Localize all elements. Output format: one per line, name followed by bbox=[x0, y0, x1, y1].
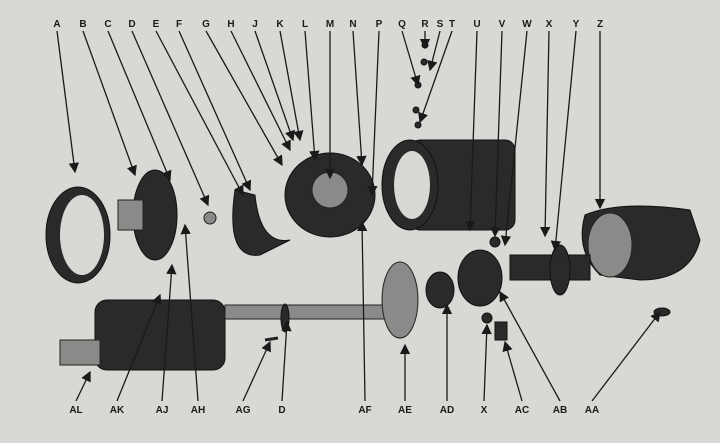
part-label: AK bbox=[110, 405, 125, 416]
leader-line bbox=[304, 30, 320, 162]
part-label: AC bbox=[515, 405, 529, 416]
leader-line bbox=[131, 30, 210, 207]
parts bbox=[45, 41, 701, 371]
part-label: A bbox=[53, 19, 60, 30]
part-label: D bbox=[278, 405, 285, 416]
leader-line bbox=[180, 223, 199, 402]
leader-line bbox=[230, 30, 291, 152]
leader-line bbox=[502, 340, 523, 402]
part-label: AA bbox=[585, 405, 599, 416]
part-label: AD bbox=[440, 405, 454, 416]
part-label: C bbox=[104, 19, 111, 30]
leader-line bbox=[401, 30, 421, 87]
leader-line bbox=[56, 30, 80, 174]
leader-line bbox=[242, 340, 271, 402]
part-label: R bbox=[421, 19, 429, 30]
part-label: Z bbox=[597, 19, 603, 30]
part-label: K bbox=[276, 19, 284, 30]
part-band-f bbox=[232, 189, 291, 256]
part-label: H bbox=[227, 19, 234, 30]
part-label: L bbox=[302, 19, 308, 30]
leader-line bbox=[499, 290, 561, 402]
leader-line bbox=[254, 30, 295, 142]
leader-line bbox=[281, 320, 292, 402]
leader-line bbox=[178, 30, 252, 192]
leader-line bbox=[367, 30, 380, 197]
leader-line bbox=[352, 30, 367, 167]
leader-line bbox=[279, 30, 304, 142]
leader-line bbox=[500, 30, 528, 247]
part-label: AF bbox=[358, 405, 371, 416]
leader-line bbox=[418, 30, 453, 124]
part-label: V bbox=[499, 19, 506, 30]
part-label: AJ bbox=[156, 405, 169, 416]
part-label: D bbox=[128, 19, 135, 30]
part-label: G bbox=[202, 19, 210, 30]
part-label: AL bbox=[69, 405, 82, 416]
part-label: AB bbox=[553, 405, 567, 416]
leader-line bbox=[539, 30, 551, 238]
part-label: N bbox=[349, 19, 356, 30]
leader-line bbox=[107, 30, 172, 182]
leader-lines bbox=[56, 30, 661, 402]
leader-line bbox=[465, 30, 478, 232]
part-label: S bbox=[437, 19, 444, 30]
part-disc-ae bbox=[381, 261, 419, 339]
leader-line bbox=[490, 30, 503, 238]
part-label: Y bbox=[573, 19, 580, 30]
leader-line bbox=[591, 310, 661, 402]
leader-line bbox=[550, 30, 577, 252]
part-label: F bbox=[176, 19, 182, 30]
part-label: U bbox=[473, 19, 480, 30]
leader-line bbox=[82, 30, 137, 177]
part-label: X bbox=[481, 405, 488, 416]
part-label: AH bbox=[191, 405, 205, 416]
part-label: E bbox=[153, 19, 160, 30]
part-armature bbox=[94, 299, 226, 371]
part-label: AG bbox=[236, 405, 251, 416]
leader-line bbox=[155, 30, 244, 197]
part-label: T bbox=[449, 19, 455, 30]
leader-line bbox=[161, 263, 177, 402]
leader-line bbox=[116, 293, 162, 402]
leader-line bbox=[481, 323, 492, 402]
part-label: B bbox=[79, 19, 86, 30]
leader-line bbox=[205, 30, 283, 167]
part-label: P bbox=[376, 19, 383, 30]
part-label: X bbox=[546, 19, 553, 30]
part-label: M bbox=[326, 19, 334, 30]
part-label: W bbox=[522, 19, 532, 30]
leader-line bbox=[75, 370, 91, 402]
part-label: J bbox=[252, 19, 258, 30]
leader-line bbox=[427, 30, 441, 72]
part-spring-ab bbox=[457, 249, 503, 307]
part-label: AE bbox=[398, 405, 412, 416]
leader-line bbox=[356, 220, 368, 402]
part-label: Q bbox=[398, 19, 406, 30]
